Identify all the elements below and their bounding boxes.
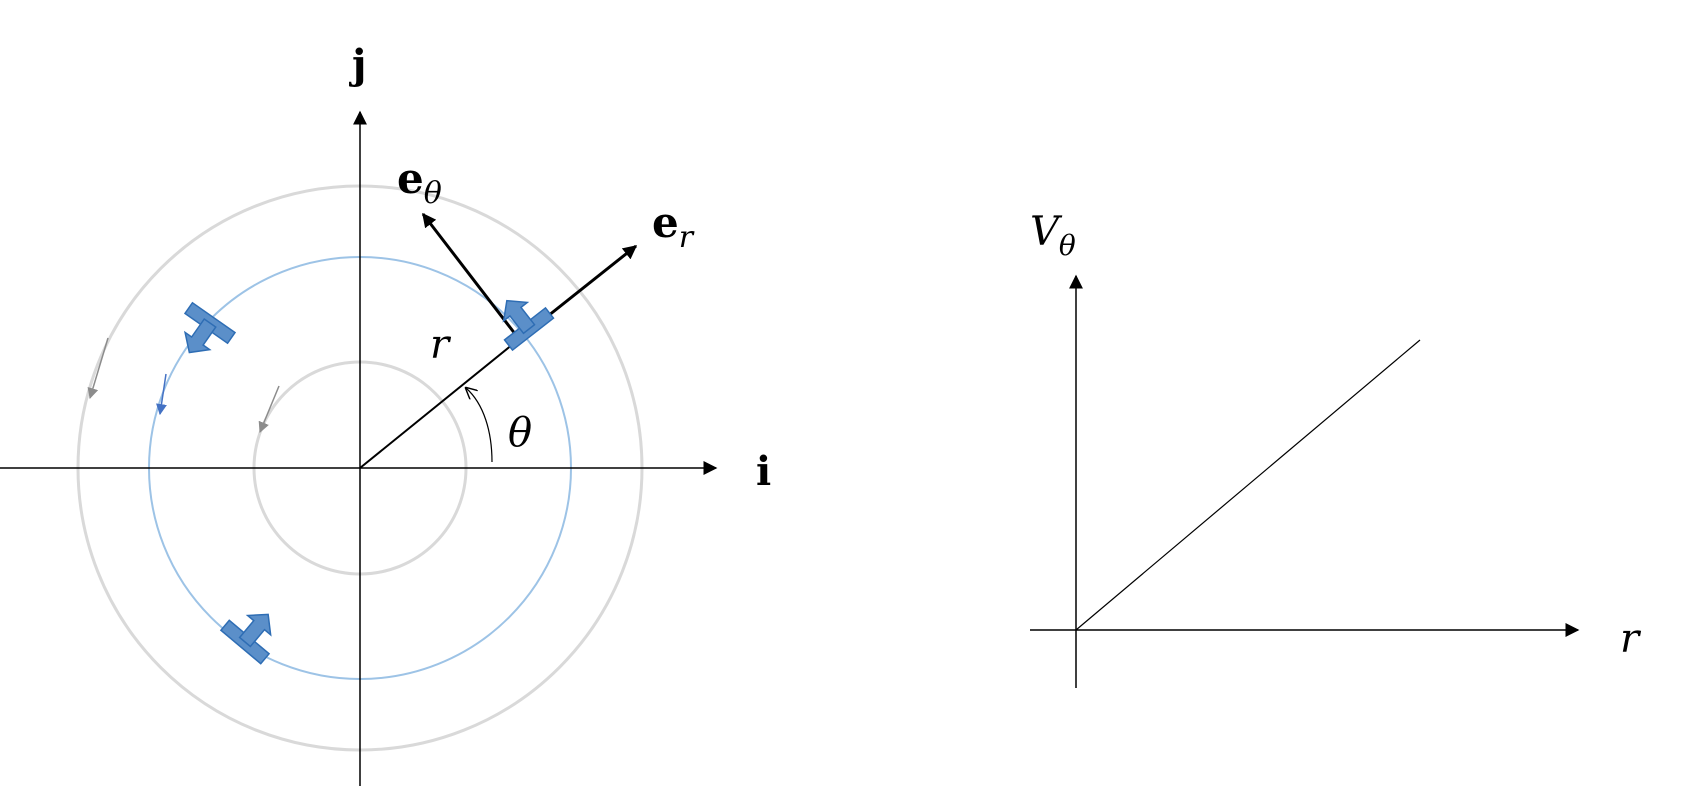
unit-vector-theta-arrow bbox=[421, 212, 521, 340]
blue-motion-arrow-icon bbox=[156, 373, 167, 416]
right-y-axis-label: Vθ bbox=[1030, 209, 1076, 262]
x-axis-label: i bbox=[756, 448, 771, 495]
angle-label: θ bbox=[508, 410, 532, 456]
y-axis-label: j bbox=[349, 41, 366, 88]
outer-motion-arrow-icon bbox=[87, 337, 109, 400]
airplane-icon bbox=[485, 283, 555, 351]
radius-label: r bbox=[430, 322, 452, 368]
linear-velocity-line bbox=[1075, 339, 1421, 631]
right-x-axis-label: r bbox=[1620, 616, 1642, 662]
radius-vector bbox=[359, 339, 519, 469]
inner-motion-arrow-icon bbox=[258, 385, 280, 434]
airplane-icon bbox=[167, 302, 236, 369]
unit-vector-theta-label: eθ bbox=[397, 154, 442, 211]
airplane-icon bbox=[220, 596, 289, 665]
angle-arc bbox=[466, 388, 493, 463]
unit-vector-r-label: er bbox=[652, 198, 695, 255]
